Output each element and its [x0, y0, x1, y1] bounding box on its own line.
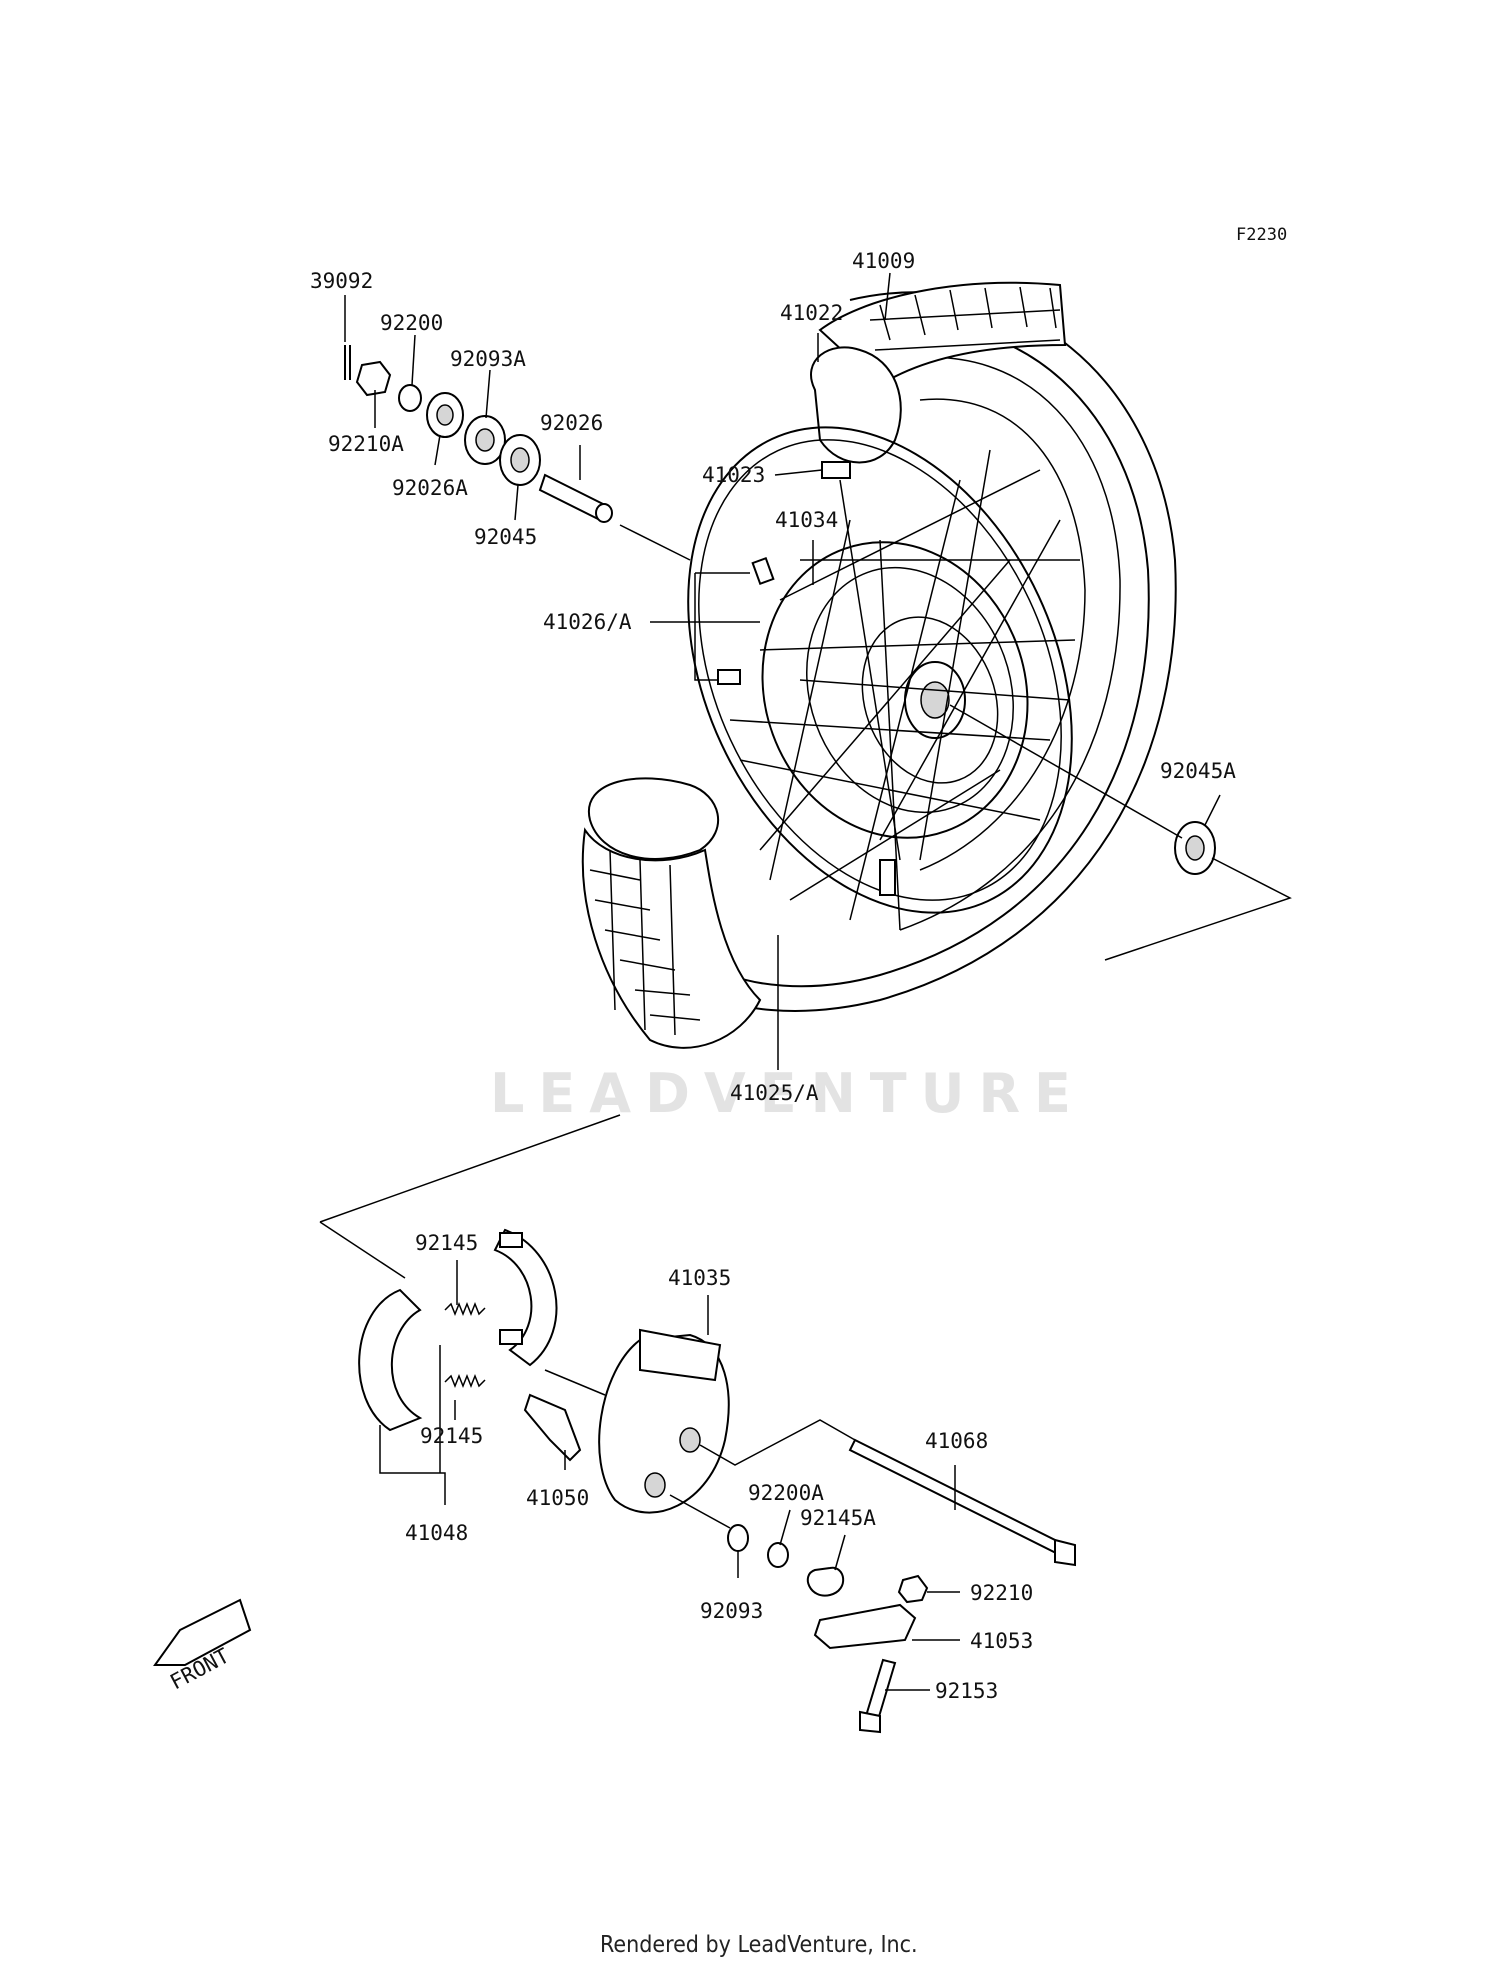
label-92145A[interactable]: 92145A	[800, 1506, 876, 1530]
brake-cam	[523, 1393, 582, 1462]
label-92093[interactable]: 92093	[700, 1599, 763, 1623]
brake-shoe-right	[493, 1228, 558, 1367]
brake-assembly	[319, 1114, 1076, 1734]
axle-small-parts	[344, 345, 691, 561]
valve-stem	[879, 859, 896, 896]
label-92145-top[interactable]: 92145	[415, 1231, 478, 1255]
brake-lever	[813, 1603, 917, 1650]
tube-cutaway-top	[810, 346, 902, 464]
label-92153[interactable]: 92153	[935, 1679, 998, 1703]
label-39092[interactable]: 39092	[310, 269, 373, 293]
tire-tread-top	[818, 281, 1067, 387]
label-92210A[interactable]: 92210A	[328, 432, 404, 456]
label-92026A[interactable]: 92026A	[392, 476, 468, 500]
figure-code: F2230	[1236, 225, 1287, 245]
label-41025A[interactable]: 41025/A	[730, 1081, 819, 1105]
rim-band	[821, 461, 851, 479]
return-spring	[806, 1566, 845, 1597]
footer-credit: Rendered by LeadVenture, Inc.	[600, 1932, 918, 1958]
label-41022[interactable]: 41022	[780, 301, 843, 325]
castle-nut	[355, 360, 392, 397]
label-92210[interactable]: 92210	[970, 1581, 1033, 1605]
nut-92210	[897, 1574, 929, 1604]
axle-41068	[848, 1438, 1067, 1557]
label-41026A[interactable]: 41026/A	[543, 610, 632, 634]
washer-92200	[398, 384, 422, 412]
watermark: LEADVENTURE	[490, 1062, 1085, 1125]
label-41053[interactable]: 41053	[970, 1629, 1033, 1653]
leader-lines	[344, 272, 1292, 1691]
tire-cutaway-bottom	[581, 777, 762, 1049]
wheel-assembly	[581, 281, 1216, 1049]
part-labels: 39092 92200 92093A 92210A 92026 92026A 9…	[310, 249, 1236, 1703]
spring-upper	[444, 1301, 486, 1317]
label-92026[interactable]: 92026	[540, 411, 603, 435]
label-92145-bottom[interactable]: 92145	[420, 1424, 483, 1448]
cotter-pin	[344, 345, 351, 380]
label-92045A[interactable]: 92045A	[1160, 759, 1236, 783]
label-41034[interactable]: 41034	[775, 508, 838, 532]
spoke-nipple-lower	[717, 669, 741, 685]
label-92045[interactable]: 92045	[474, 525, 537, 549]
label-41050[interactable]: 41050	[526, 1486, 589, 1510]
washer-92093	[727, 1524, 749, 1552]
label-41048[interactable]: 41048	[405, 1521, 468, 1545]
brake-shoe-left	[358, 1288, 423, 1432]
label-41068[interactable]: 41068	[925, 1429, 988, 1453]
washer-92200A	[767, 1542, 789, 1568]
label-92200[interactable]: 92200	[380, 311, 443, 335]
label-92093A[interactable]: 92093A	[450, 347, 526, 371]
label-41009[interactable]: 41009	[852, 249, 915, 273]
spring-lower	[444, 1373, 486, 1389]
label-41023[interactable]: 41023	[702, 463, 765, 487]
label-92200A[interactable]: 92200A	[748, 1481, 824, 1505]
brake-panel	[598, 1333, 730, 1514]
front-marker: FRONT	[153, 1598, 252, 1694]
spokes	[729, 449, 1080, 931]
spoke-nipple-upper	[751, 556, 775, 586]
label-41035[interactable]: 41035	[668, 1266, 731, 1290]
